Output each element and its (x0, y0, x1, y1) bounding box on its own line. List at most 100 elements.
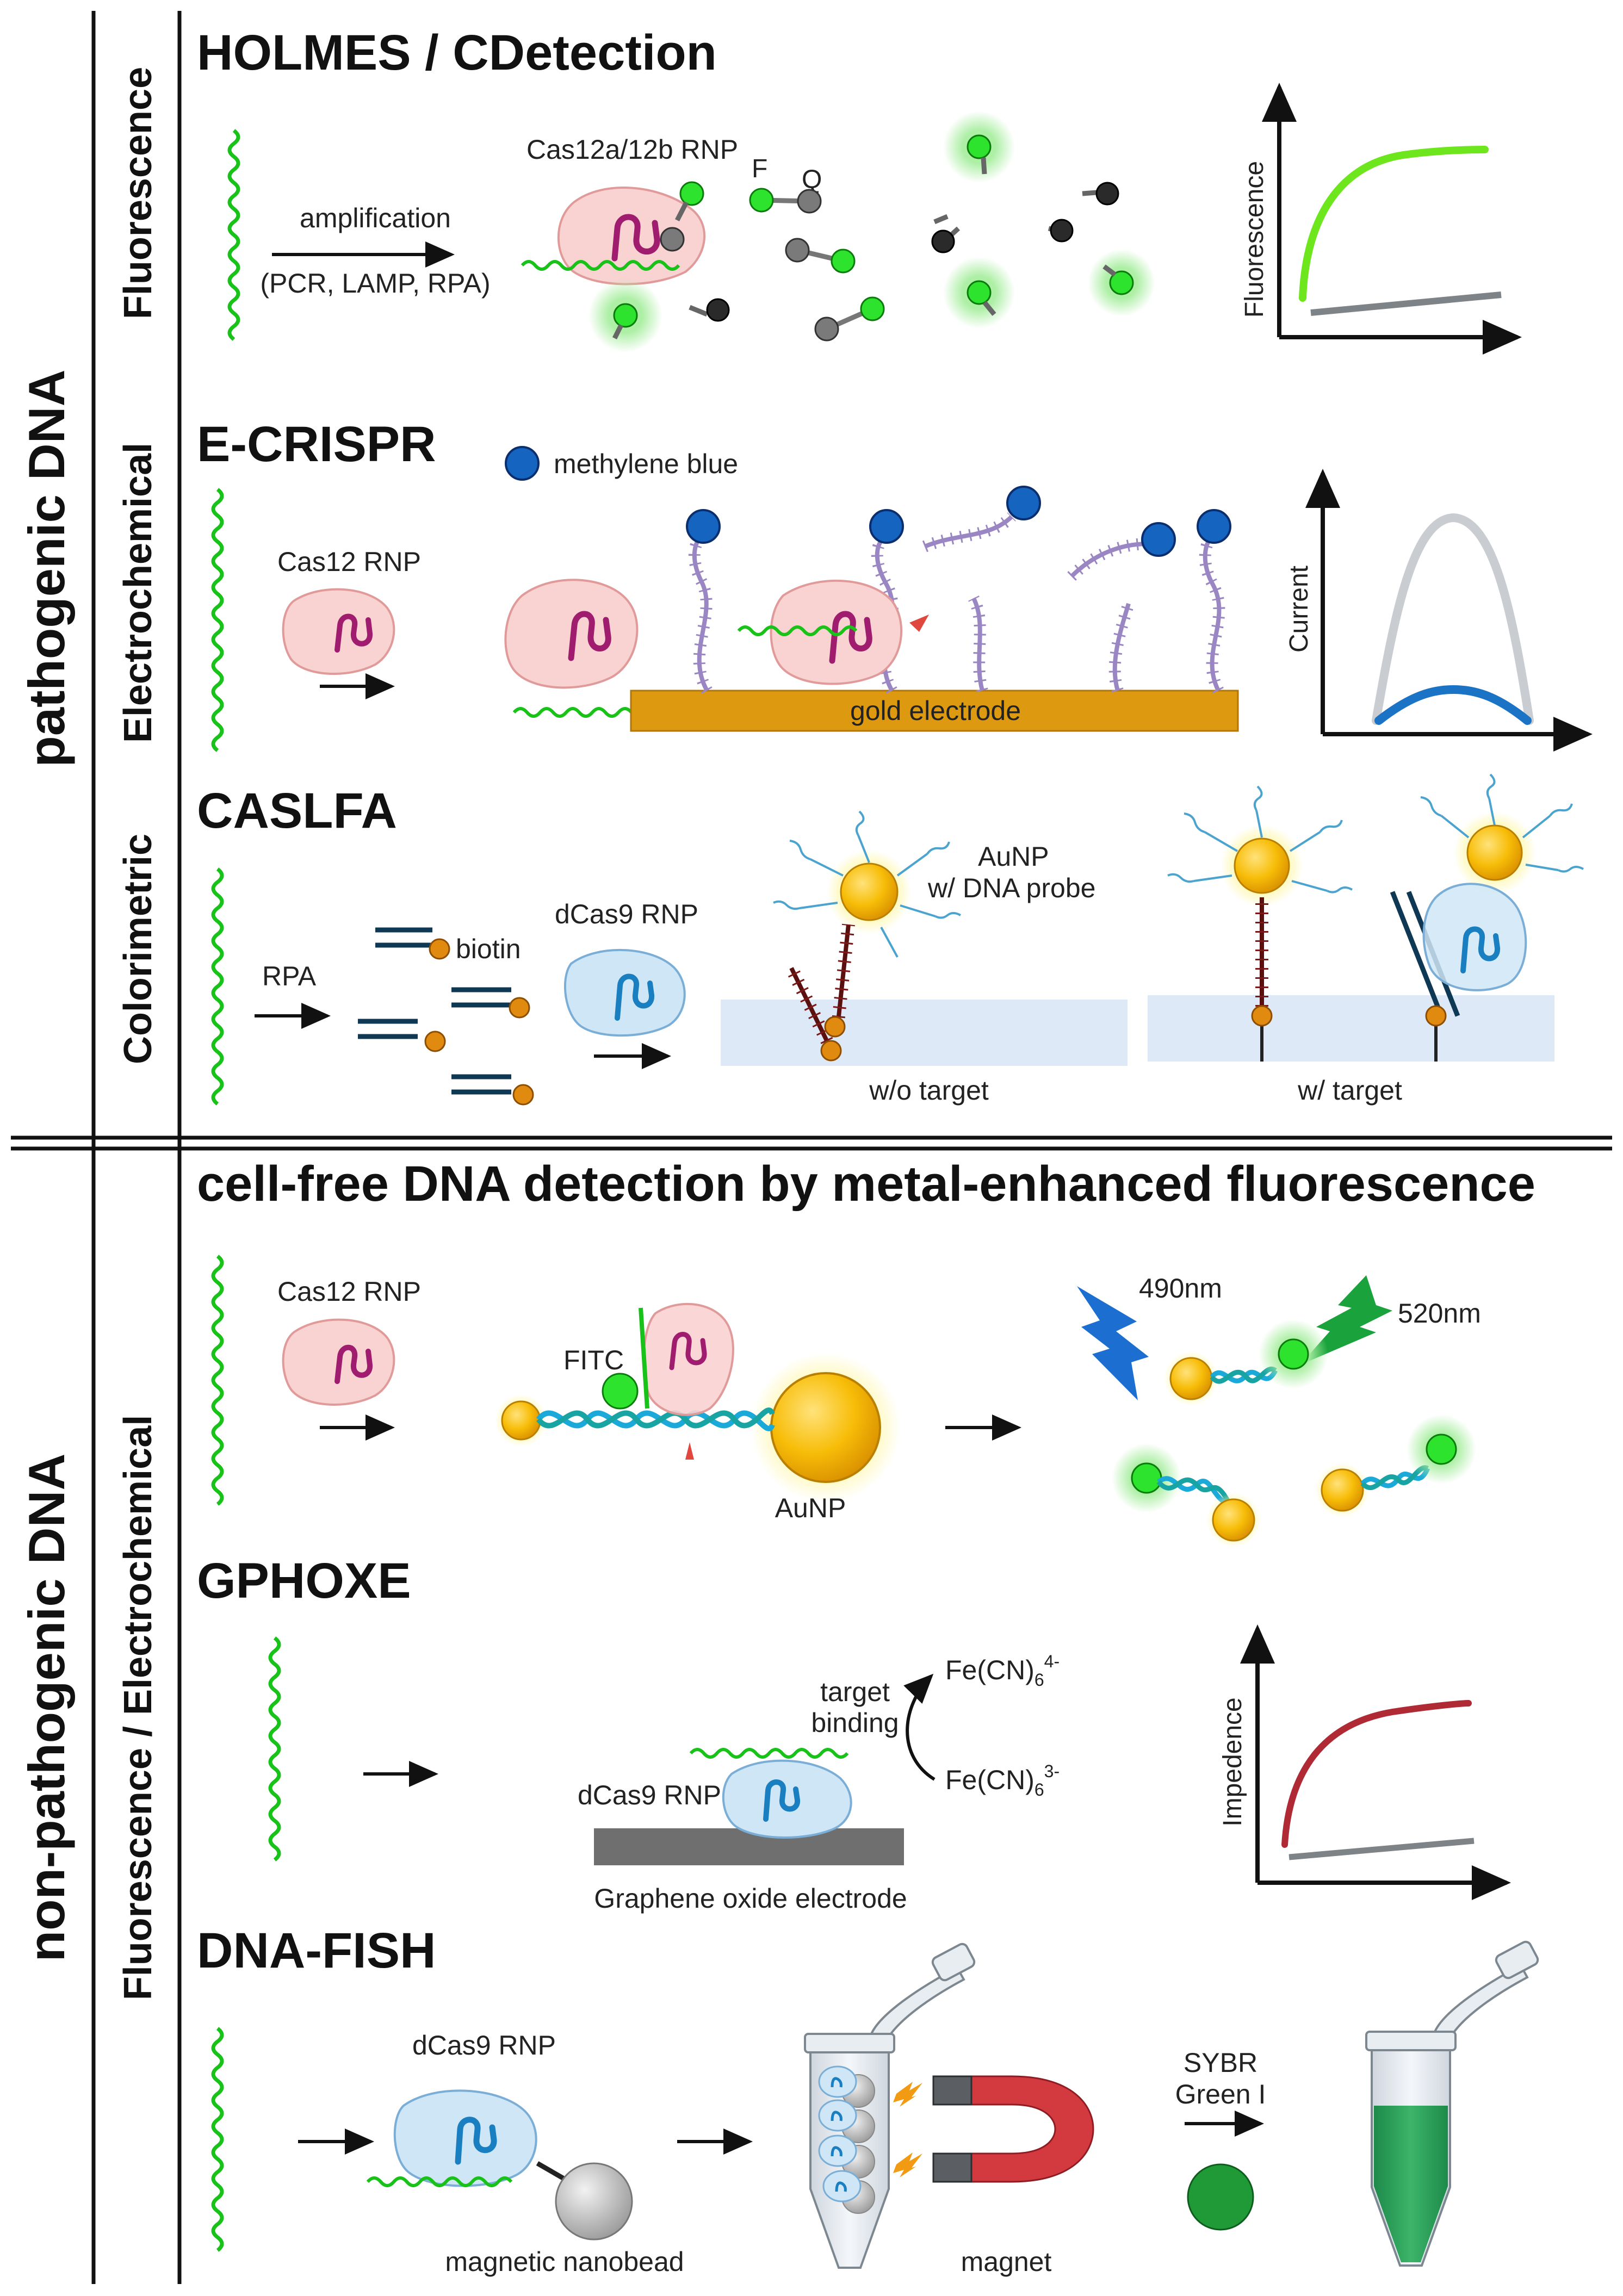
method-label-fluor-electro: Fluorescence / Electrochemical (116, 1415, 160, 2000)
cleaved-fluorophore (943, 257, 1015, 328)
cleaved-quencher (1082, 182, 1119, 206)
biotin-dna (358, 1019, 446, 1052)
aunp-large (770, 1372, 881, 1483)
baseline-curve (1289, 1838, 1475, 1860)
cleaved-fluorophore (589, 278, 662, 352)
sgrna-icon (615, 973, 654, 1021)
title-caslfa: CASLFA (197, 783, 397, 839)
aunp-with-probes (773, 810, 961, 958)
dnafish-panel: dCas9 RNP magnetic nanobead (211, 1940, 1539, 2277)
impedance-plot: Impedence (1218, 1624, 1511, 1900)
mb-probe-cleaved-stub (968, 595, 988, 692)
target-dna-strand (211, 1255, 224, 1506)
holmes-amp-label: amplification (300, 203, 451, 233)
microcentrifuge-tube-green (1365, 1940, 1539, 2267)
section-label-non-pathogenic: non-pathogenic DNA (18, 1454, 75, 1962)
crrna-icon (829, 611, 872, 664)
dna-strand-path (268, 1636, 281, 1861)
horseshoe-magnet-icon (932, 2075, 1094, 2183)
sgrna-icon (763, 1779, 800, 1822)
ferrocyanide-label: Fe(CN)64- (945, 1652, 1060, 1690)
magnet-label: magnet (961, 2247, 1052, 2277)
target-dna-strand (689, 1748, 849, 1759)
crrna-icon (568, 611, 611, 661)
cleaved-product (1164, 1319, 1328, 1406)
cfdna-panel: Cas12 RNP FITC AuNP 490nm 520nm (211, 1255, 1481, 1547)
fitc-icon (602, 1373, 639, 1410)
crrna-icon (669, 1332, 707, 1370)
method-label-electrochemical: Electrochemical (116, 443, 160, 743)
electrode-label: gold electrode (850, 696, 1021, 726)
dcas9-captured-complex (1390, 773, 1584, 1062)
signal-curve (1281, 1700, 1472, 1848)
aunp-with-probes (1167, 785, 1353, 907)
cleaved-product (1315, 1414, 1476, 1517)
test-strip-without-target (721, 1000, 1128, 1066)
fluorescence-plot: Fluorescence (1240, 83, 1522, 355)
target-dna-strand (227, 129, 240, 341)
cleaved-quencher (689, 298, 730, 322)
signal-curve (1299, 146, 1489, 302)
target-dna-strand (211, 2027, 224, 2252)
fitc-label: FITC (563, 1345, 624, 1375)
baseline-curve (1310, 291, 1502, 316)
methylene-blue-icon (505, 446, 540, 481)
title-gphoxe: GPHOXE (197, 1553, 411, 1609)
cut-site-icon (909, 615, 929, 632)
gphoxe-electrode-label: Graphene oxide electrode (594, 1883, 907, 1914)
reporter-intact (749, 188, 822, 214)
reporter-intact (785, 238, 856, 274)
dcas9-protein (722, 1759, 852, 1839)
dna-strand-path (211, 488, 224, 752)
biotin-dna (451, 1074, 534, 1106)
target-dna-strand (268, 1636, 281, 1861)
dna-strand-path (211, 1255, 224, 1506)
caslfa-rpa-label: RPA (262, 961, 317, 991)
green-dna-fragment (639, 1307, 649, 1409)
plot-y-label: Impedence (1218, 1697, 1247, 1827)
ferricyanide-label: Fe(CN)63- (945, 1761, 1060, 1799)
crrna-icon (611, 214, 660, 262)
title-ecrispr: E-CRISPR (197, 417, 436, 472)
dna-strand-path (211, 2027, 224, 2252)
test-strip-with-target (1148, 995, 1554, 1062)
biotin-dna (375, 927, 450, 960)
ecrispr-panel: methylene blue Cas12 RNP gold electrode (211, 446, 1593, 752)
holmes-amp-methods: (PCR, LAMP, RPA) (260, 268, 490, 299)
mb-probe-cleaved-fragment (1067, 522, 1176, 581)
gphoxe-rnp-label: dCas9 RNP (578, 1780, 721, 1810)
cfdna-rnp-label: Cas12 RNP (277, 1276, 421, 1307)
dnafish-rnp-label: dCas9 RNP (412, 2030, 556, 2061)
plot-y-label: Fluorescence (1240, 161, 1269, 318)
caslfa-without-label: w/o target (869, 1075, 989, 1106)
mb-probe (869, 509, 904, 694)
caslfa-panel: RPA biotin dCas9 RNP w/o target (211, 773, 1584, 1106)
excitation-lightning-icon (1077, 1286, 1149, 1400)
redox-curved-arrow (903, 1673, 936, 1781)
crrna-icon (334, 1344, 373, 1384)
dna-strand-path (211, 867, 224, 1106)
crrna-icon (334, 613, 373, 653)
sybr-label-2: Green I (1175, 2079, 1266, 2109)
spark-icon (893, 2152, 922, 2177)
signal-peak-after (1374, 685, 1532, 725)
target-dna-strand (521, 260, 680, 271)
caslfa-with-label: w/ target (1297, 1075, 1402, 1106)
title-cfdna: cell-free DNA detection by metal-enhance… (197, 1156, 1535, 1212)
holmes-rnp-label: Cas12a/12b RNP (526, 134, 738, 165)
caslfa-probe-label: w/ DNA probe (927, 873, 1095, 903)
sybr-dye-icon (1187, 2163, 1254, 2231)
holmes-f-label: F (752, 154, 767, 183)
cfdna-aunp-label: AuNP (775, 1493, 846, 1523)
quencher-icon (660, 227, 685, 252)
method-label-fluorescence: Fluorescence (116, 67, 160, 319)
target-dna-strand (211, 867, 224, 1106)
sgrna-icon (455, 2117, 497, 2165)
bead-linker (536, 2161, 567, 2182)
emission-label: 520nm (1398, 1298, 1481, 1329)
spark-icon (893, 2082, 922, 2107)
holmes-panel: amplification (PCR, LAMP, RPA) Cas12a/12… (227, 83, 1522, 355)
cleaved-quencher (931, 226, 961, 253)
target-dna-strand (366, 2176, 513, 2187)
